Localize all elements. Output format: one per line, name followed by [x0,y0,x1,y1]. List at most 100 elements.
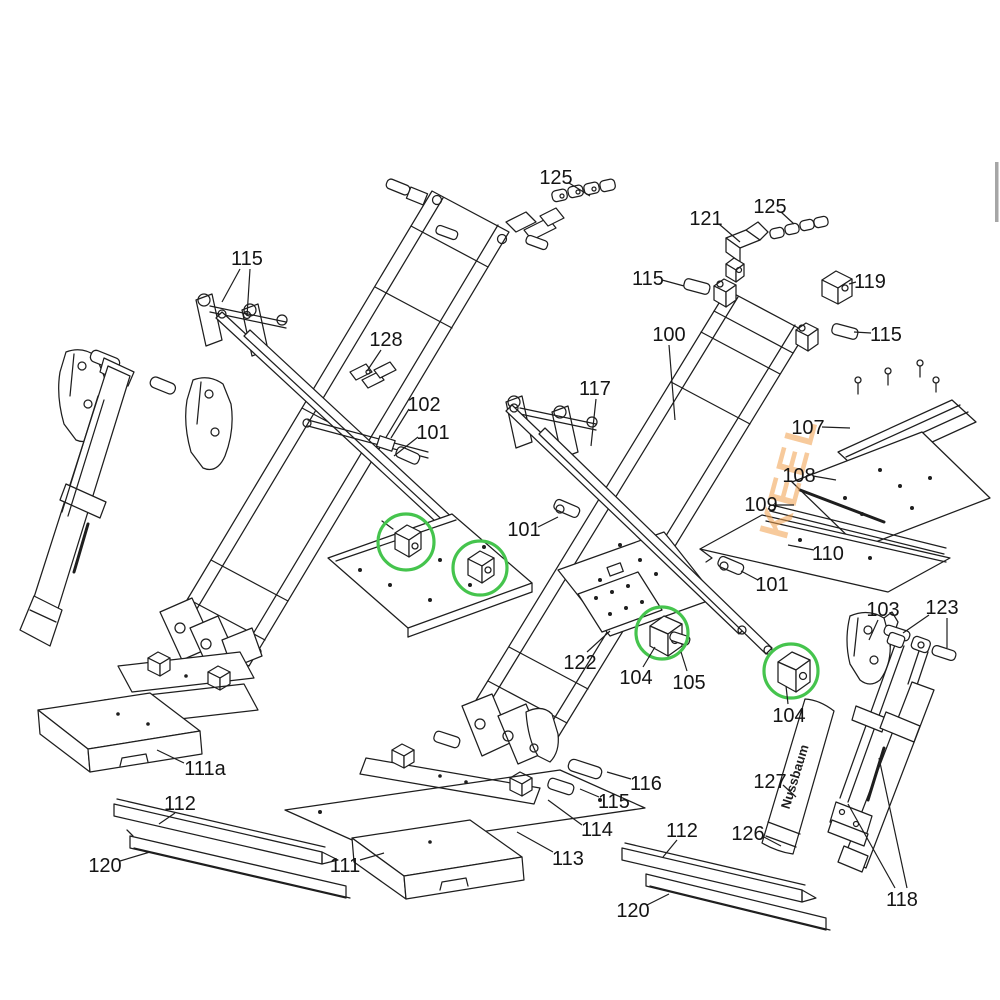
part-label-112: 112 [666,820,698,842]
leader-line [119,851,151,862]
pin-part [149,376,177,395]
highlight-circle [634,605,690,661]
part-label-112: 112 [164,793,196,815]
right-lift-assembly [284,178,991,931]
latch-block-circled-right [467,550,495,584]
part-label-109: 109 [744,494,777,516]
part-label-111: 111 [330,855,360,877]
leader-line [390,408,410,439]
left-rails [113,798,351,899]
part-label-122: 122 [563,652,596,674]
leader-line [590,398,597,447]
left-cylinder-group [19,349,233,647]
left-top-hinge [195,293,288,357]
part-label-125: 125 [539,167,572,189]
leader-line [606,771,632,780]
leader-line [848,281,857,285]
part-label-113: 113 [552,848,584,870]
leader-line [868,619,879,641]
ramp-111a [37,692,203,773]
part-label-104: 104 [772,705,805,727]
cylinder-cover-127 [761,698,835,855]
part-label-115: 115 [231,248,263,270]
part-label-101: 101 [755,574,788,596]
part-label-100: 100 [652,324,685,346]
part-label-123: 123 [925,597,958,619]
part-label-115: 115 [870,324,902,346]
leader-line [761,835,782,847]
part-label-119: 119 [854,271,886,293]
leader-line [156,749,185,764]
right-frame-top-hinges [713,278,819,352]
part-label-107: 107 [791,417,824,439]
leader-line [740,570,759,581]
leader-line [158,812,176,825]
pin-116 [567,758,603,780]
part-label-116: 116 [630,773,662,795]
cylinder-tube-126 [765,835,797,848]
leader-line [661,279,685,287]
leader-line [680,651,688,672]
bracket-128-parts [349,361,397,389]
left-platform [327,513,533,638]
part-label-115: 115 [598,791,630,813]
pin-115 [683,278,711,295]
block-119 [821,270,853,305]
part-label-118: 118 [886,889,918,911]
part-label-115: 115 [632,268,664,290]
highlight-circle [451,539,509,597]
scan-artifact [995,162,999,222]
right-scissor-arms-117 [505,403,773,655]
part-label-120: 120 [88,855,121,877]
leader-line [646,893,670,906]
leader-line [516,831,554,853]
pin-105 [669,631,691,646]
highlight-circles-layer [376,512,820,700]
leader-line [579,788,600,798]
claw-103 [846,611,899,685]
leader-line [668,344,676,421]
rod-102-and-pin-101 [302,418,429,465]
leader-line [785,685,789,705]
leader-line [878,757,908,889]
plate-113 [284,769,646,849]
claw-part [185,377,233,471]
leader-line [782,784,797,798]
part-label-110: 110 [812,543,844,565]
leader-line [221,268,241,303]
part-label-105: 105 [672,672,705,694]
leader-line [547,799,583,826]
latch-block-circled-left [381,520,422,558]
right-rails [621,842,831,931]
leader-line [246,268,251,317]
leader-line [359,852,385,861]
hydraulic-cylinder-left [19,357,135,647]
part-label-125: 125 [753,196,786,218]
part-label-104: 104 [619,667,652,689]
highlight-circle [376,512,436,572]
left-lift-assembly [37,178,565,899]
part-label-120: 120 [616,900,649,922]
leader-line [847,803,896,889]
leader-line [366,349,382,372]
part-label-127: 127 [753,771,786,793]
part-label-101: 101 [416,422,449,444]
pin-101 [717,555,745,575]
bracket-121 [725,221,769,283]
part-label-121: 121 [689,208,722,230]
leader-line [821,426,851,429]
part-label-126: 126 [731,823,764,845]
pin-101 [553,498,581,518]
chain-125-right [769,215,829,240]
highlight-circle [762,642,820,700]
left-top-pins-and-latch [385,178,565,251]
hydraulic-rod [839,631,906,803]
part-label-128: 128 [369,329,402,351]
left-base-crossmember [103,651,259,727]
leader-line [718,223,741,243]
rail-109 [768,504,947,555]
pin-115 [831,323,859,340]
